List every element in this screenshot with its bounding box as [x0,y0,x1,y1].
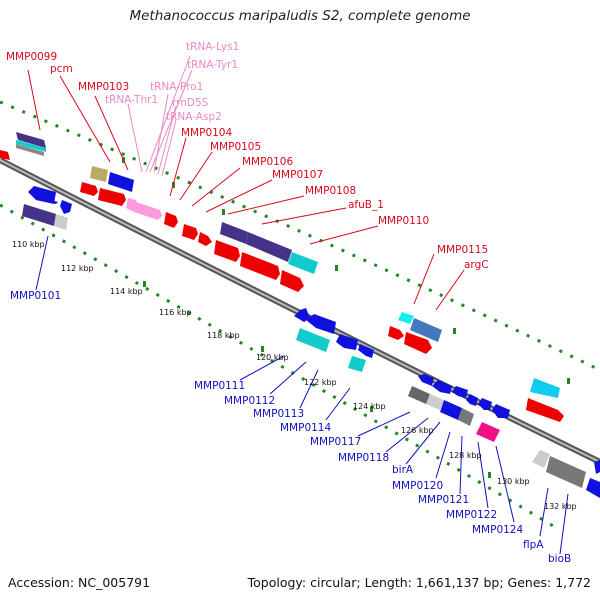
gene-label: MMP0104 [181,127,232,139]
gene-labels-bottom: MMP0101 MMP0111 MMP0112 MMP0113 MMP0114 … [10,290,571,565]
gene-mmp0112 [306,314,336,334]
gene-mmp0105 [182,224,198,240]
tick-126: 126 kbp [401,426,434,435]
gene-mmp0110 [240,252,280,280]
gene-mmp0117 [418,374,434,386]
gene-label: MMP0117 [310,436,361,448]
gene-label: flpA [523,539,544,551]
gene-mmp0118 [432,380,452,394]
gene-label: MMP0122 [446,509,497,521]
trna-leaders [127,55,193,177]
gene-label: MMP0115 [437,244,488,256]
tick-120: 120 kbp [256,353,289,362]
gene-label: MMP0113 [253,408,304,420]
tick-124: 124 kbp [353,402,386,411]
gene-mmp0101 [22,204,56,226]
gene-label: MMP0121 [418,494,469,506]
gene-mmp0099 [16,132,46,148]
tick-112: 112 kbp [61,264,94,273]
tick-130: 130 kbp [497,477,530,486]
label-leaders-top [27,69,465,311]
gene-label: MMP0110 [378,215,429,227]
gene-mmp0103 [108,172,134,192]
gene-flpa [546,456,586,488]
gene-mmp0113 [296,328,330,352]
gene-label: MMP0107 [272,169,323,181]
gene-label: pcm [50,63,73,75]
gene-label: birA [392,464,414,476]
gene-label: MMP0106 [242,156,293,168]
gene-label: tRNA-Lys1 [186,41,239,53]
gene-mmp0124 [530,378,560,398]
gene-label: afuB_1 [348,199,384,211]
gene-argc [410,318,442,342]
inner-dotted-ring [0,203,561,532]
accession-text: Accession: NC_005791 [8,575,151,590]
gene-label: argC [464,259,489,271]
label-leaders-bottom [35,235,569,555]
gene-mmp0121 [440,400,462,420]
trna-cluster [126,198,162,220]
gene-mmp0114 [336,334,358,350]
gene-label: MMP0108 [305,185,356,197]
gene-afub1 [288,252,318,274]
gene-label: MMP0120 [392,480,443,492]
gene-label: MMP0114 [280,422,331,434]
gene-label: MMP0111 [194,380,245,392]
gene-label: MMP0118 [338,452,389,464]
gene-label: MMP0099 [6,51,57,63]
gene-label: MMP0101 [10,290,61,302]
gene-label: bioB [548,553,571,565]
tick-122: 122 kbp [304,378,337,387]
gene-label: MMP0112 [224,395,275,407]
tick-132: 132 kbp [544,502,577,511]
gene-mmp0122 [458,408,474,426]
tick-128: 128 kbp [449,451,482,460]
gene-pcm [90,166,108,182]
kbp-tick-labels: 110 kbp 112 kbp 114 kbp 116 kbp 118 kbp … [12,240,577,511]
gene-mmp0115 [398,312,414,324]
tick-116: 116 kbp [159,308,192,317]
genome-summary-text: Topology: circular; Length: 1,661,137 bp… [247,575,591,590]
gene-mmp0104 [164,212,178,228]
gene-mmp0107 [220,222,248,244]
gene-mmp0106 [198,232,212,246]
gene-labels-top: MMP0099 pcm MMP0103 tRNA-Thr1 tRNA-Lys1 … [6,41,489,271]
gene-label: tRNA-Tyr1 [187,59,238,71]
gene-label: tRNA-Thr1 [105,94,158,106]
tick-114: 114 kbp [110,287,143,296]
gene-biob [586,478,600,498]
tick-110: 110 kbp [12,240,45,249]
gene-label: tRNA-Pro1 [150,81,203,93]
gene-bira [408,386,430,404]
gene-label: rrnD5S [172,97,209,109]
gene-label: MMP0124 [472,524,523,536]
gene-label: MMP0103 [78,81,129,93]
gene-mmp0108 [246,232,292,262]
tick-118: 118 kbp [207,331,240,340]
gene-mmp0111 [294,308,310,322]
page-title: Methanococcus maripaludis S2, complete g… [129,8,471,24]
gene-label: tRNA-Asp2 [166,111,222,123]
feature-blocks [0,132,600,498]
gene-label: MMP0105 [210,141,261,153]
gene-mmp0120 [426,394,444,410]
